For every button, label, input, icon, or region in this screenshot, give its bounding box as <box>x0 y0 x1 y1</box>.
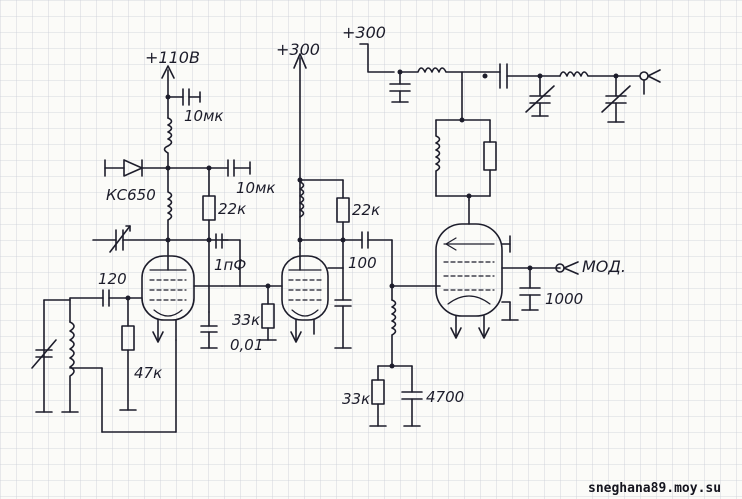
watermark-text: sneghana89.moy.su <box>588 481 721 496</box>
cap-1pf <box>215 233 241 287</box>
label-supply-300-b: +300 <box>342 23 386 42</box>
label-res-22k-b: 22к <box>352 201 380 219</box>
plate-tank <box>435 79 497 201</box>
supply-300-b-rail <box>359 43 501 103</box>
label-cap-1pf: 1пФ <box>214 256 246 274</box>
label-mod: МОД. <box>582 257 626 276</box>
choke-stage-2 <box>299 181 305 218</box>
label-supply-300-a: +300 <box>276 40 320 59</box>
label-res-22k-a: 22к <box>218 200 246 218</box>
cap-4700 <box>401 365 423 427</box>
label-res-33k-b: 33к <box>342 390 370 408</box>
mod-input <box>519 261 579 311</box>
tube-1 <box>141 239 223 343</box>
label-cap-120: 120 <box>98 270 127 288</box>
zener-diode <box>104 159 171 177</box>
tank-circuit <box>31 297 177 433</box>
trimmer-cap-top <box>92 225 229 253</box>
grid-network-output <box>377 283 441 369</box>
tube-2 <box>239 247 344 343</box>
label-cap-001: 0,01 <box>230 336 263 354</box>
label-cap-4700: 4700 <box>426 388 464 406</box>
label-cap-1000: 1000 <box>545 290 583 308</box>
label-supply-110v: +110В <box>145 48 200 67</box>
choke-oscillator <box>167 169 173 241</box>
ground-stubs <box>35 101 625 427</box>
cap-120 <box>69 289 143 307</box>
cap-tube1-cathode <box>200 311 218 349</box>
output-network <box>499 63 661 123</box>
resistor-22k-a <box>202 167 216 313</box>
cap-100 <box>297 231 393 301</box>
choke-110v <box>163 117 173 171</box>
resistor-22k-b <box>297 177 350 269</box>
label-cap-100: 100 <box>348 254 377 272</box>
label-cap-10uf-b: 10мк <box>236 179 275 197</box>
label-res-33k-a: 33к <box>232 311 260 329</box>
label-cap-10uf-a: 10мк <box>184 107 223 125</box>
resistor-33k-a <box>261 283 275 341</box>
resistor-47k <box>121 297 135 411</box>
label-res-47k: 47к <box>134 364 162 382</box>
resistor-33k-b <box>371 365 385 427</box>
supply-110v-rail <box>161 65 201 119</box>
cap-screen-2 <box>334 267 352 349</box>
label-zener: КС650 <box>106 186 156 204</box>
tube-output <box>435 199 561 339</box>
